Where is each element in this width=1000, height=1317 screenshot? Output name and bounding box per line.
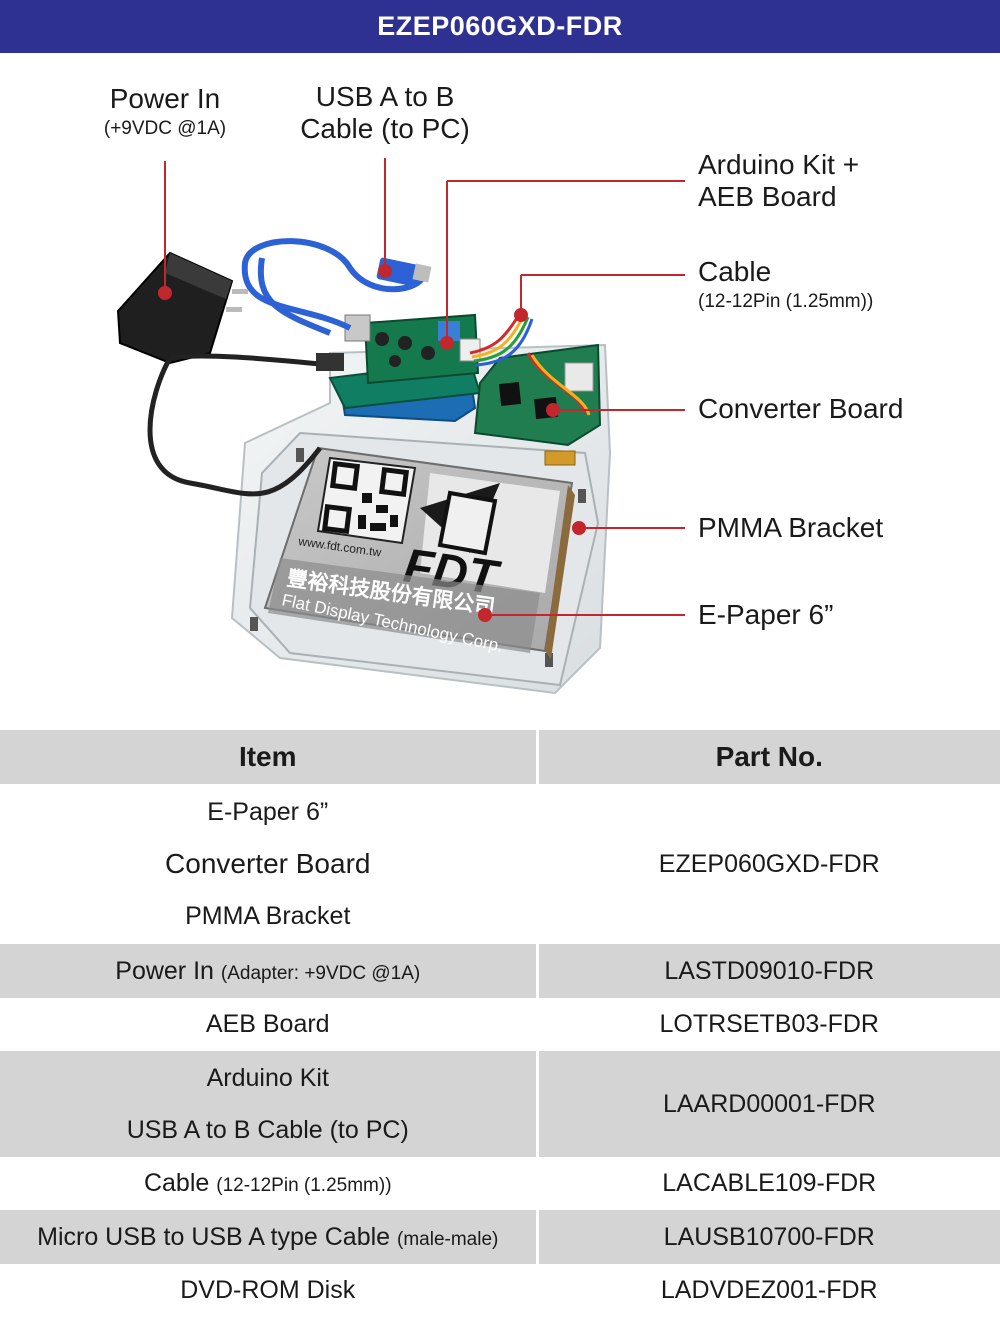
screw-icon — [250, 617, 258, 631]
part-number-cell: LAUSB10700-FDR — [537, 1210, 1000, 1264]
item-note: (male-male) — [397, 1228, 499, 1250]
kit-photo: www.fdt.com.tw FDT 豐裕科技股份有限公司 Flat Displ… — [116, 158, 685, 695]
item-text: E-Paper 6” — [207, 798, 329, 826]
converter-board — [473, 343, 602, 466]
item-cell: Micro USB to USB A type Cable (male-male… — [0, 1210, 539, 1264]
table-row: DVD-ROM Disk LADVDEZ001-FDR — [0, 1264, 1000, 1317]
page-title: EZEP060GXD-FDR — [377, 11, 623, 41]
callout-lines — [158, 158, 685, 622]
item-cell: AEB Board — [0, 998, 539, 1051]
callout-usb-cable: USB A to B Cable (to PC) — [280, 81, 490, 145]
callout-epaper-title: E-Paper 6” — [698, 599, 834, 630]
callout-cable: Cable (12-12Pin (1.25mm)) — [698, 256, 988, 316]
part-number-cell: LAARD00001-FDR — [537, 1051, 1000, 1157]
item-cell: Power In (Adapter: +9VDC @1A) — [0, 944, 539, 998]
callout-usb-line2: Cable (to PC) — [300, 113, 470, 144]
item-text: PMMA Bracket — [185, 902, 351, 930]
column-header-part-no: Part No. — [537, 730, 1000, 784]
table-row: Power In (Adapter: +9VDC @1A) LASTD09010… — [0, 944, 1000, 998]
item-cell: Arduino Kit USB A to B Cable (to PC) — [0, 1051, 539, 1157]
item-text: Arduino Kit — [206, 1064, 329, 1092]
part-number-cell: LASTD09010-FDR — [537, 944, 1000, 998]
item-note: (12-12Pin (1.25mm)) — [216, 1175, 392, 1196]
callout-dot-icon — [478, 608, 492, 622]
power-adapter — [116, 251, 344, 497]
callout-arduino-kit: Arduino Kit + AEB Board — [698, 149, 988, 213]
callout-arduino-line1: Arduino Kit + — [698, 149, 860, 180]
table-row: Arduino Kit USB A to B Cable (to PC) LAA… — [0, 1051, 1000, 1157]
item-text: Converter Board — [165, 848, 371, 879]
item-text: Cable — [143, 1169, 210, 1197]
callout-pmma-title: PMMA Bracket — [698, 512, 884, 543]
item-cell: DVD-ROM Disk — [0, 1264, 539, 1317]
part-number-cell: LOTRSETB03-FDR — [659, 1010, 879, 1038]
screw-icon — [545, 653, 553, 667]
table-row: AEB Board LOTRSETB03-FDR — [0, 998, 1000, 1051]
callout-dot-icon — [440, 336, 454, 350]
qr-code-icon — [316, 456, 417, 545]
part-number-cell: LADVDEZ001-FDR — [660, 1276, 878, 1304]
table-row: Micro USB to USB A type Cable (male-male… — [0, 1210, 1000, 1264]
item-text: DVD-ROM Disk — [180, 1276, 356, 1304]
table-row: E-Paper 6” Converter Board PMMA Bracket … — [0, 784, 1000, 944]
item-text: Power In — [115, 956, 214, 985]
screw-icon — [578, 489, 586, 503]
callout-cable-title: Cable — [698, 256, 772, 287]
callout-arduino-line2: AEB Board — [698, 181, 837, 212]
callout-pmma-bracket: PMMA Bracket — [698, 512, 988, 544]
callout-dot-icon — [514, 308, 528, 322]
item-cell: Cable (12-12Pin (1.25mm)) — [0, 1157, 539, 1210]
callout-dot-icon — [378, 264, 392, 278]
arduino-kit — [328, 313, 482, 423]
parts-table: Item Part No. E-Paper 6” Converter Board… — [0, 730, 1000, 1317]
page-header: EZEP060GXD-FDR — [0, 0, 1000, 53]
table-header-row: Item Part No. — [0, 730, 1000, 784]
callout-cable-sub: (12-12Pin (1.25mm)) — [698, 291, 874, 312]
callout-power-in-sub: (+9VDC @1A) — [103, 118, 227, 139]
part-number-cell: EZEP060GXD-FDR — [658, 849, 880, 878]
product-illustration: www.fdt.com.tw FDT 豐裕科技股份有限公司 Flat Displ… — [0, 53, 1000, 730]
callout-converter-title: Converter Board — [698, 393, 904, 424]
column-header-item: Item — [0, 730, 539, 784]
callout-converter-board: Converter Board — [698, 393, 988, 425]
callout-usb-line1: USB A to B — [315, 81, 455, 112]
part-number-cell: LACABLE109-FDR — [662, 1169, 877, 1197]
dc-plug-icon — [316, 353, 344, 371]
item-text: AEB Board — [205, 1010, 330, 1038]
callout-epaper: E-Paper 6” — [698, 599, 988, 631]
item-note: (Adapter: +9VDC @1A) — [220, 962, 421, 984]
item-text: Micro USB to USB A type Cable — [37, 1222, 391, 1251]
table-row: Cable (12-12Pin (1.25mm)) LACABLE109-FDR — [0, 1157, 1000, 1210]
callout-power-in-title: Power In — [109, 83, 221, 114]
callout-power-in: Power In (+9VDC @1A) — [75, 83, 255, 143]
callout-dot-icon — [572, 521, 586, 535]
callout-dot-icon — [546, 403, 560, 417]
item-text: USB A to B Cable (to PC) — [126, 1116, 409, 1144]
screw-icon — [296, 448, 304, 462]
item-cell: E-Paper 6” Converter Board PMMA Bracket — [0, 784, 539, 944]
callout-dot-icon — [158, 286, 172, 300]
